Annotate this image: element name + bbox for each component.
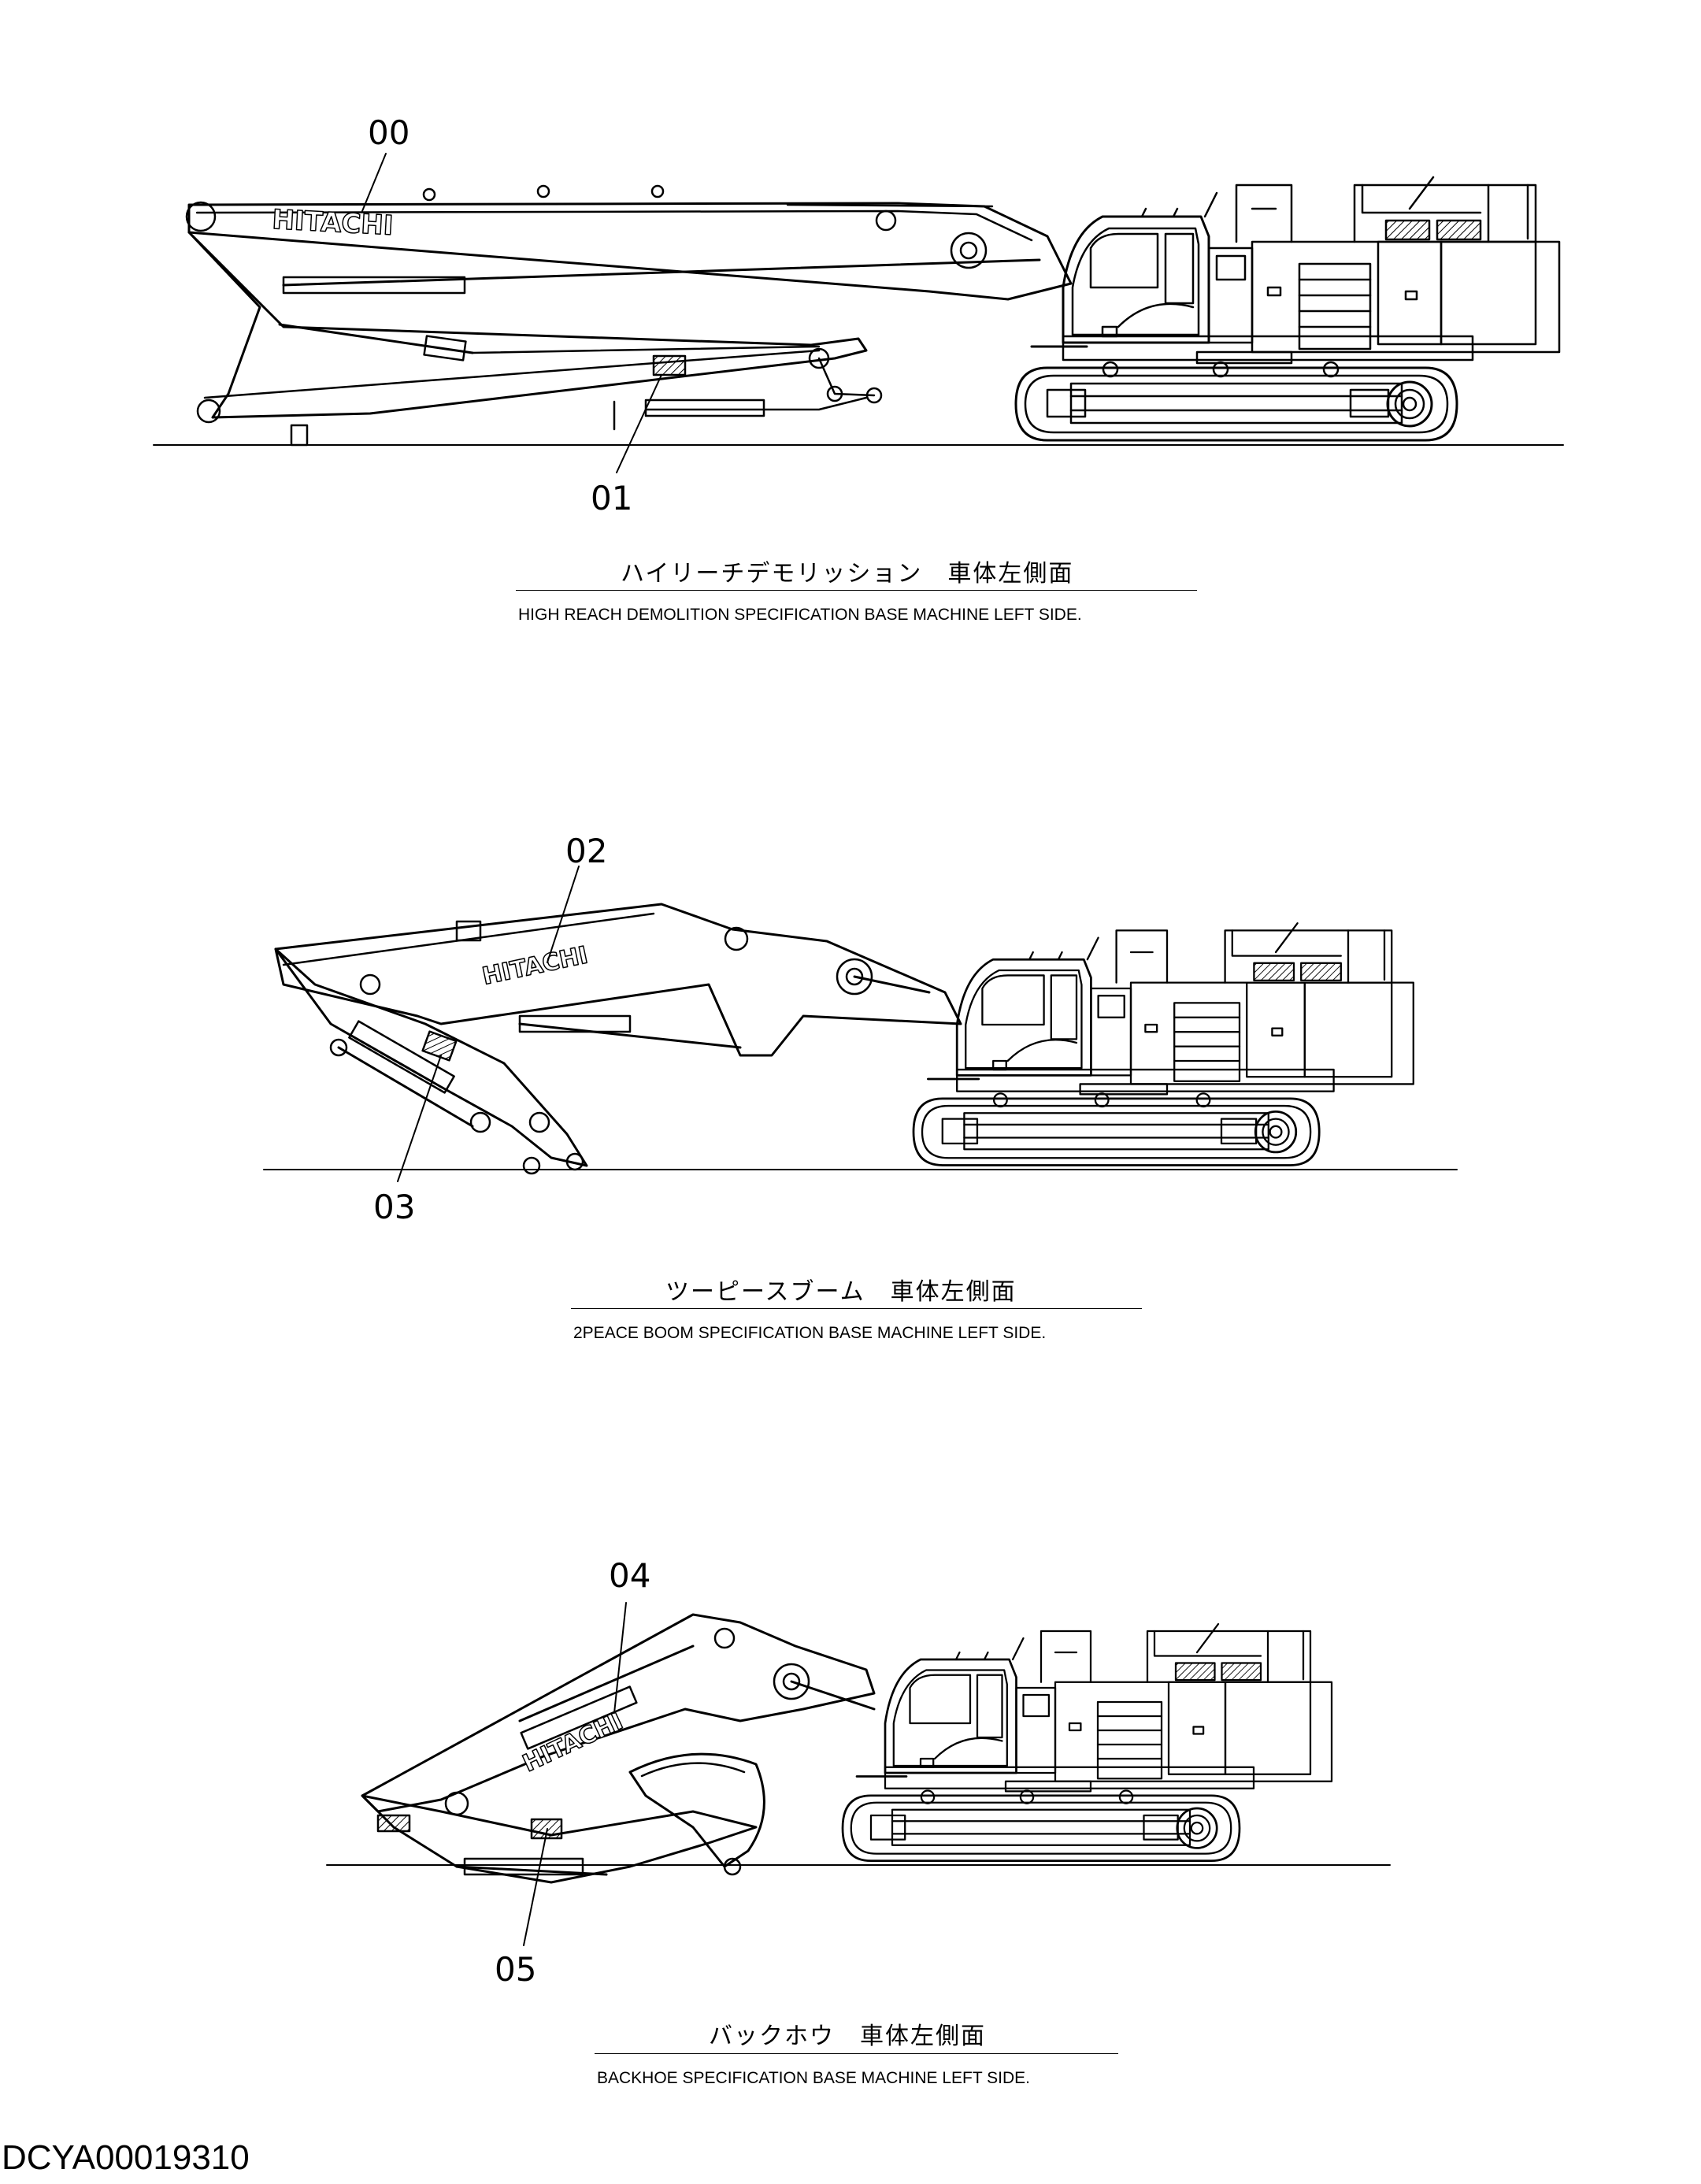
document-id: DCYA00019310 bbox=[2, 2138, 250, 2177]
callout-label: 05 bbox=[495, 1950, 537, 1989]
callout-label: 04 bbox=[609, 1556, 651, 1595]
figure-high-reach: HITACHI bbox=[153, 153, 1564, 473]
decal-hatch bbox=[421, 1030, 458, 1062]
backhoe-boom bbox=[361, 1613, 876, 1884]
callout-label: 02 bbox=[565, 832, 608, 870]
boom-logo: HITACHI bbox=[480, 941, 590, 990]
caption-japanese: ハイリーチデモリッション 車体左側面 bbox=[621, 560, 1074, 588]
callout-label: 01 bbox=[591, 479, 633, 517]
figure-two-piece-boom: HITACHI bbox=[263, 866, 1458, 1182]
callout-label: 00 bbox=[368, 113, 410, 152]
caption-english: 2PEACE BOOM SPECIFICATION BASE MACHINE L… bbox=[573, 1324, 1047, 1342]
leader-line bbox=[523, 1828, 548, 1946]
leader-line bbox=[547, 866, 580, 963]
boom-logo: HITACHI bbox=[272, 204, 395, 242]
high-reach-boom bbox=[185, 184, 1073, 447]
caption-rule bbox=[571, 1308, 1142, 1309]
caption-japanese: バックホウ 車体左側面 bbox=[709, 2023, 986, 2050]
base-machine bbox=[1014, 176, 1561, 442]
callout-label: 03 bbox=[373, 1188, 416, 1226]
caption-japanese: ツーピースブーム 車体左側面 bbox=[665, 1278, 1017, 1306]
leader-line bbox=[361, 153, 387, 212]
figure-backhoe: HITACHI bbox=[326, 1602, 1391, 1946]
caption-rule bbox=[516, 590, 1197, 591]
two-piece-boom bbox=[274, 903, 962, 1175]
boom-logo: HITACHI bbox=[519, 1708, 628, 1778]
leader-line bbox=[397, 1055, 442, 1182]
caption-rule bbox=[595, 2053, 1118, 2054]
decal-hatch bbox=[652, 354, 687, 376]
base-machine bbox=[912, 921, 1415, 1166]
leader-line bbox=[613, 1602, 627, 1714]
base-machine bbox=[841, 1622, 1333, 1862]
caption-english: BACKHOE SPECIFICATION BASE MACHINE LEFT … bbox=[597, 2069, 1030, 2087]
leader-line bbox=[616, 374, 662, 473]
decal-hatch bbox=[376, 1814, 411, 1833]
caption-english: HIGH REACH DEMOLITION SPECIFICATION BASE… bbox=[518, 606, 1082, 624]
